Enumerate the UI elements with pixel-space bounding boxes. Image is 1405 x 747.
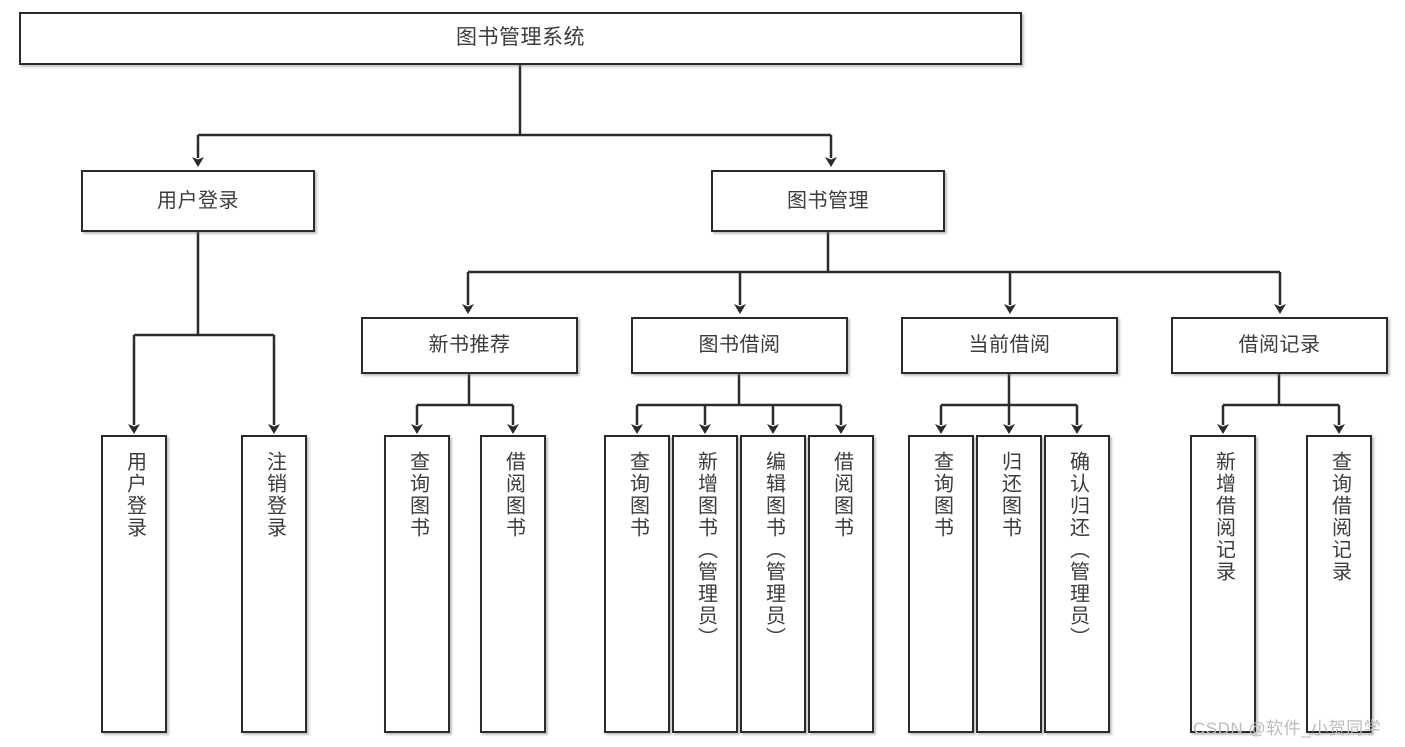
leaf-newbook-query-book[interactable]: 查询图书: [384, 435, 450, 733]
node-current-borrow[interactable]: 当前借阅: [901, 317, 1118, 374]
leaf-user-logout[interactable]: 注销登录: [241, 435, 307, 733]
node-label: 图书管理: [787, 189, 869, 212]
node-label: 借阅记录: [1238, 334, 1321, 356]
leaf-current-query-book[interactable]: 查询图书: [908, 435, 974, 733]
node-borrow-record[interactable]: 借阅记录: [1171, 317, 1388, 374]
leaf-borrow-borrow-book[interactable]: 借阅图书: [808, 435, 874, 733]
leaf-borrow-edit-book[interactable]: 编辑图书（管理员）: [740, 435, 806, 733]
node-label: 用户登录: [123, 451, 146, 539]
node-new-book-recommend[interactable]: 新书推荐: [361, 317, 578, 374]
node-label: 用户登录: [157, 189, 239, 212]
leaf-record-query-record[interactable]: 查询借阅记录: [1306, 435, 1372, 733]
node-label: 借阅图书: [502, 451, 525, 539]
node-label: 新书推荐: [428, 334, 511, 356]
node-book-management[interactable]: 图书管理: [711, 170, 945, 232]
leaf-current-confirm-return[interactable]: 确认归还（管理员）: [1044, 435, 1110, 733]
leaf-current-return-book[interactable]: 归还图书: [976, 435, 1042, 733]
node-book-borrow[interactable]: 图书借阅: [631, 317, 848, 374]
node-label: 查询图书: [626, 451, 649, 539]
leaf-record-add-record[interactable]: 新增借阅记录: [1190, 435, 1256, 733]
node-label: 归还图书: [998, 451, 1021, 539]
leaf-user-login[interactable]: 用户登录: [101, 435, 167, 733]
watermark: CSDN @软件_小贺同学: [1193, 719, 1382, 738]
leaf-borrow-add-book[interactable]: 新增图书（管理员）: [672, 435, 738, 733]
node-label: 新增借阅记录: [1212, 451, 1235, 583]
node-root-system[interactable]: 图书管理系统: [19, 12, 1022, 65]
node-user-login[interactable]: 用户登录: [81, 170, 315, 232]
node-label: 新增图书（管理员）: [694, 451, 717, 649]
node-label: 借阅图书: [830, 451, 853, 539]
node-label: 图书借阅: [698, 334, 781, 356]
node-label: 图书管理系统: [456, 26, 585, 50]
node-label: 确认归还（管理员）: [1066, 451, 1089, 649]
leaf-borrow-query-book[interactable]: 查询图书: [604, 435, 670, 733]
node-label: 查询借阅记录: [1328, 451, 1351, 583]
leaf-newbook-borrow-book[interactable]: 借阅图书: [480, 435, 546, 733]
node-label: 编辑图书（管理员）: [762, 451, 785, 649]
node-label: 查询图书: [406, 451, 429, 539]
node-label: 当前借阅: [968, 334, 1051, 356]
node-label: 查询图书: [930, 451, 953, 539]
node-label: 注销登录: [263, 451, 286, 539]
